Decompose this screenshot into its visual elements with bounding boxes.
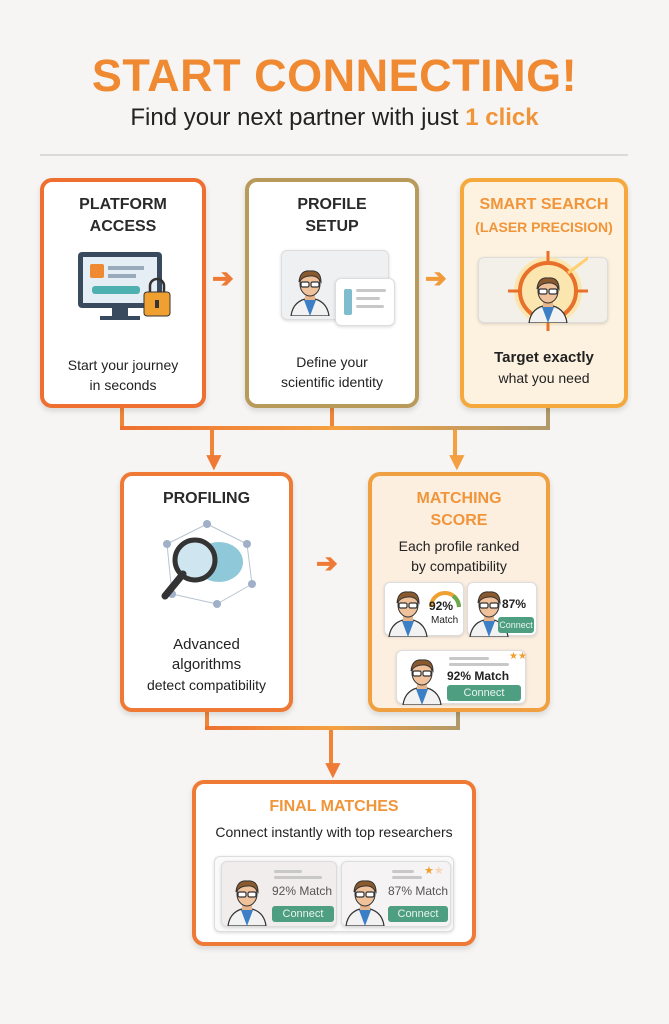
- step-title: SCORE: [430, 512, 488, 529]
- connect-button[interactable]: Connect: [388, 906, 448, 922]
- step-title: SETUP: [305, 218, 359, 235]
- step-title: (LASER PRECISION): [475, 219, 613, 235]
- arrow-down-icon: ▼: [444, 446, 470, 476]
- arrow-right-icon: ➔: [316, 548, 338, 578]
- step-title: ACCESS: [89, 218, 157, 235]
- profile-illustration: [249, 244, 415, 340]
- connector: [546, 408, 550, 430]
- connector: [120, 426, 550, 430]
- match-label: Match: [299, 884, 333, 898]
- connector: [205, 712, 209, 728]
- rating-stars-icon: ★★: [509, 651, 527, 662]
- step-title: PROFILING: [162, 490, 251, 507]
- match-card: ★★ 92% Match Connect: [396, 650, 527, 706]
- researcher-avatar: [387, 587, 429, 642]
- match-percent: 92%: [447, 669, 472, 683]
- researcher-avatar: [527, 273, 569, 328]
- match-card: 87% Connect: [467, 582, 537, 638]
- connect-button[interactable]: Connect: [272, 906, 334, 922]
- match-card: ★★ 87% Match Connect: [341, 861, 451, 927]
- match-label: Match: [474, 669, 510, 683]
- match-label: Match: [415, 884, 449, 898]
- step-desc: Advanced: [173, 636, 240, 653]
- step-matching-score: MATCHING SCORE Each profile ranked by comp…: [368, 472, 550, 712]
- match-percent-row: 87% Match: [388, 884, 448, 898]
- connector: [329, 730, 333, 766]
- step-title: PLATFORM: [79, 196, 167, 213]
- connector: [330, 408, 334, 430]
- step-smart-search: SMART SEARCH (LASER PRECISION) Target exa…: [460, 178, 628, 408]
- arrow-right-icon: ➔: [212, 263, 234, 293]
- match-percent: 92%: [429, 599, 454, 613]
- subtitle-text: Find your next partner with just: [130, 104, 466, 131]
- arrow-right-icon: ➔: [425, 263, 447, 293]
- step-title: PROFILE: [297, 196, 367, 213]
- match-card: 92% Match Connect: [221, 861, 337, 927]
- divider: [40, 154, 628, 156]
- step-title: FINAL MATCHES: [269, 798, 399, 815]
- match-label: Match: [431, 615, 459, 626]
- connector: [205, 726, 460, 730]
- connector: [210, 430, 214, 458]
- match-gauge-icon: [429, 591, 461, 608]
- researcher-avatar: [289, 266, 331, 321]
- connector: [456, 712, 460, 728]
- target-illustration: [464, 243, 624, 343]
- magnifier-network-icon: [161, 520, 256, 608]
- step-desc: Target exactly: [494, 349, 594, 366]
- step-profile-setup: PROFILE SETUP Define your scientific ident…: [245, 178, 419, 408]
- match-percent-row: 92% Match: [272, 884, 332, 898]
- monitor-lock-icon: [78, 252, 171, 320]
- step-title: MATCHING: [416, 490, 502, 507]
- step-desc: Start your journey: [67, 357, 179, 373]
- step-desc: Connect instantly with top researchers: [215, 824, 453, 840]
- step-desc: by compatibility: [411, 558, 507, 574]
- researcher-avatar: [226, 876, 268, 931]
- researcher-avatar: [344, 876, 386, 931]
- rating-stars-icon: ★★: [424, 865, 444, 877]
- step-desc: scientific identity: [281, 374, 383, 390]
- step-desc: what you need: [498, 370, 590, 386]
- arrow-down-icon: ▼: [320, 754, 346, 784]
- connect-button[interactable]: Connect: [447, 685, 521, 701]
- step-desc: Each profile ranked: [398, 538, 520, 554]
- connector: [120, 408, 124, 430]
- match-percent: 87%: [388, 884, 413, 898]
- step-desc: Define your: [296, 354, 368, 370]
- connect-button[interactable]: Connect: [498, 617, 534, 633]
- step-title: SMART SEARCH: [479, 196, 609, 213]
- arrow-down-icon: ▼: [201, 446, 227, 476]
- step-desc: in seconds: [89, 377, 157, 393]
- page-title: START CONNECTING!: [91, 50, 578, 101]
- researcher-avatar: [401, 655, 443, 710]
- researcher-avatar: [468, 587, 510, 642]
- match-percent: 92%: [272, 884, 297, 898]
- step-profiling: PROFILING Advanced algorithms detect compa…: [120, 472, 293, 712]
- match-card: 92% Match: [384, 582, 464, 638]
- step-desc: detect compatibility: [146, 677, 267, 693]
- step-platform-access: PLATFORM ACCESS Start your journey in seco…: [40, 178, 206, 408]
- match-percent: 87%: [502, 597, 527, 611]
- connector: [453, 430, 457, 458]
- subtitle-highlight: 1 click: [465, 104, 539, 131]
- step-final-matches: FINAL MATCHES Connect instantly with top…: [192, 780, 476, 946]
- page-subtitle: Find your next partner with just 1 click: [0, 104, 669, 132]
- match-percent-row: 92% Match: [447, 669, 509, 683]
- step-desc: algorithms: [171, 656, 242, 673]
- final-matches-panel: 92% Match Connect ★★ 87% Match Connect: [214, 856, 454, 932]
